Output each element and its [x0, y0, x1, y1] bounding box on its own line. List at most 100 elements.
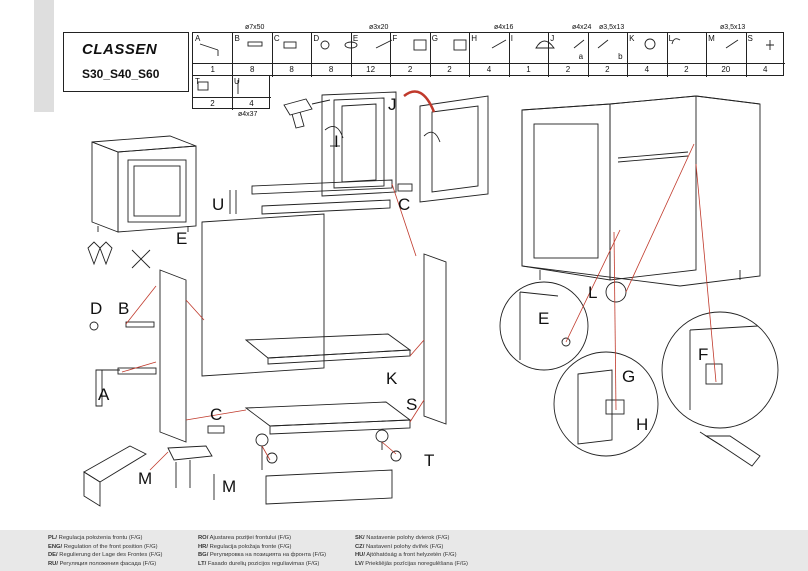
table-divider: [469, 33, 471, 77]
label-d: D: [90, 299, 103, 318]
part-letter: G: [431, 34, 439, 43]
part-letter: C: [273, 34, 280, 43]
part-letter: F: [392, 34, 398, 43]
label-u: U: [212, 195, 225, 214]
table-divider: [429, 33, 431, 77]
table-divider: [548, 33, 550, 77]
label-a: A: [98, 385, 110, 404]
dim-e: ø3x20: [369, 24, 389, 31]
part-qty: 12: [366, 65, 376, 74]
table-divider: [666, 33, 668, 77]
table-row-line: [350, 63, 391, 64]
footer-line: HU/ Ajtóhatóság a front helyzetén (F/G): [355, 552, 457, 558]
dim-j: ø4x24: [572, 24, 592, 31]
footer-line: DE/ Regulierung der Lage des Frontes (F/…: [48, 552, 163, 558]
label-i: I: [334, 132, 339, 151]
label-s: S: [406, 395, 418, 414]
table-row-line: [232, 63, 272, 64]
footer-line: ENG/ Regulation of the front position (F…: [48, 543, 158, 550]
label-k: K: [386, 369, 398, 388]
table-row-line: [745, 63, 785, 64]
label-f: F: [698, 345, 709, 364]
brand-logo: CLASSEN: [82, 41, 158, 58]
part-sub: a: [578, 52, 584, 61]
dim-k: ø3,5x13: [599, 24, 625, 31]
part-letter: U: [234, 77, 240, 86]
footer-line: RU/ Регуляция положения фасада (F/G): [48, 560, 157, 567]
part-letter: J: [550, 34, 555, 43]
part-qty: 4: [644, 65, 650, 74]
footer-line: BG/ Регулировка на позицията на фронта (…: [198, 552, 327, 558]
footer-line: HR/ Regulacija položaja fronte (F/G): [198, 543, 292, 550]
table-divider: [390, 33, 392, 77]
table-divider: [745, 33, 747, 77]
label-b: B: [118, 299, 130, 318]
part-letter: H: [471, 34, 478, 43]
part-letter: A: [195, 34, 201, 43]
table-row-line: [627, 63, 667, 64]
table-row-line: [271, 63, 312, 64]
label-m-left: M: [138, 469, 153, 488]
label-e-panel: E: [176, 229, 188, 248]
part-qty: 1: [210, 65, 215, 74]
part-qty: 2: [684, 65, 689, 74]
part-qty: 1: [526, 65, 531, 74]
table-row-line: [429, 63, 470, 64]
table-row-line: [666, 63, 707, 64]
table-row-line: [587, 63, 628, 64]
label-j: J: [388, 95, 397, 114]
footer-line: LT/ Fasado durelių pozicijos reguliavima…: [198, 560, 320, 567]
table-divider: [232, 33, 234, 77]
part-letter: D: [313, 34, 320, 43]
brand-box: CLASSEN S30_S40_S60: [63, 32, 189, 92]
label-c-top: C: [398, 195, 411, 214]
table-divider: [508, 33, 510, 77]
part-letter: M: [708, 34, 715, 43]
part-qty: 4: [249, 99, 254, 108]
part-letter: L: [668, 34, 674, 43]
part-sub: b: [618, 52, 623, 61]
table-divider: [627, 33, 629, 77]
footer-band: [0, 530, 808, 571]
dim-m: ø3,5x13: [720, 24, 746, 31]
table-row-line: [548, 63, 588, 64]
part-qty: 2: [210, 99, 215, 108]
dim-h: ø4x16: [494, 24, 514, 31]
part-qty: 8: [289, 65, 294, 74]
label-l: L: [588, 283, 598, 302]
part-letter: T: [195, 77, 200, 86]
footer-line: PL/ Regulacja położenia frontu (F/G): [48, 535, 143, 541]
table-row-line: [193, 63, 233, 64]
part-qty: 8: [328, 65, 334, 74]
side-tab: [34, 0, 54, 112]
part-letter: I: [510, 34, 513, 43]
part-qty: 2: [407, 65, 413, 74]
part-letter: E: [352, 34, 359, 43]
label-e-detail: E: [538, 309, 550, 328]
label-g: G: [622, 367, 636, 386]
table-row-line: [311, 63, 351, 64]
part-letter: B: [234, 34, 240, 43]
part-letter: S: [747, 34, 753, 43]
table-divider: [311, 33, 313, 77]
table-divider: [706, 33, 708, 77]
footer-line: SK/ Nastavenie polohy dvierok (F/G): [355, 535, 450, 541]
table-divider: [271, 33, 273, 77]
part-letter: K: [629, 34, 635, 43]
table-row-line: [232, 97, 271, 98]
label-t: T: [424, 451, 435, 470]
part-qty: 4: [763, 65, 768, 74]
label-m-right: M: [222, 477, 237, 496]
table-row-line: [390, 63, 430, 64]
table-divider: [350, 33, 352, 77]
table-divider: [232, 76, 233, 110]
label-h: H: [636, 415, 649, 434]
footer-line: LV/ Priekšējās pozīcijas noregulēšana (F…: [355, 560, 468, 567]
part-qty: 4: [486, 65, 492, 74]
model-code: S30_S40_S60: [82, 67, 160, 81]
parts-table-row2: T 2 U 4: [192, 75, 271, 110]
table-row-line: [706, 63, 746, 64]
